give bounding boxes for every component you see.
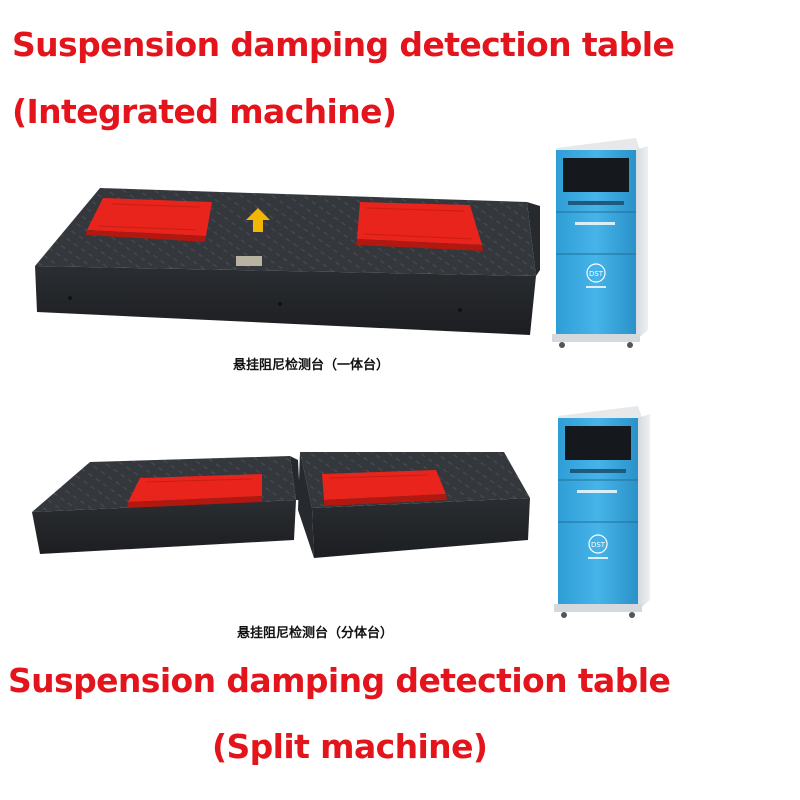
split-platform-left	[32, 456, 300, 554]
integrated-control-cabinet: DST	[552, 138, 648, 348]
right-test-plate	[356, 202, 483, 251]
logo-text: DST	[591, 541, 606, 549]
dst-logo-icon	[586, 263, 606, 283]
integrated-platform	[35, 188, 540, 335]
split-title-line2: (Split machine)	[212, 727, 488, 766]
split-caption: 悬挂阻尼检测台（分体台）	[237, 626, 394, 641]
integrated-title-line1: Suspension damping detection table	[12, 25, 675, 64]
integrated-title-line2: (Integrated machine)	[12, 92, 397, 131]
dst-logo-icon	[588, 534, 608, 554]
split-control-cabinet: DST	[554, 406, 650, 618]
split-platform-right	[298, 452, 530, 558]
screen	[563, 158, 629, 192]
nameplate	[236, 256, 262, 266]
direction-arrow-icon	[246, 208, 270, 232]
logo-text: DST	[589, 270, 604, 278]
split-title-line1: Suspension damping detection table	[8, 661, 671, 700]
integrated-caption: 悬挂阻尼检测台（一体台）	[233, 358, 390, 373]
left-test-plate	[86, 198, 212, 242]
printer-slot	[568, 201, 624, 205]
